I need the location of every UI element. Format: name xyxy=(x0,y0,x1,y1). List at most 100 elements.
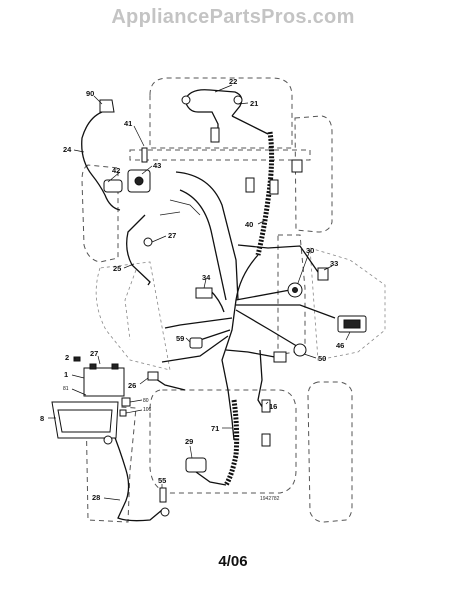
left-front-wheel-outline xyxy=(81,164,119,263)
leader-1 xyxy=(71,374,85,379)
leader-24 xyxy=(73,149,85,153)
components xyxy=(51,95,367,517)
leader-42 xyxy=(107,171,121,183)
leader-27a xyxy=(151,235,167,243)
ground-washer-lower xyxy=(160,507,170,517)
leader-90 xyxy=(93,95,103,105)
drawing-number: 1942782 xyxy=(260,496,280,502)
leader-29 xyxy=(189,445,193,459)
callout-106: 106 xyxy=(143,407,152,413)
part-33-switch xyxy=(317,267,329,281)
left-rear-wheel-outline xyxy=(85,404,137,523)
callout-34: 34 xyxy=(202,273,211,282)
leader-106 xyxy=(125,409,143,414)
harness-to-left-lower xyxy=(161,335,229,363)
front-axle-outline xyxy=(129,149,311,161)
callouts: 22 21 90 41 24 42 43 40 27 30 33 25 34 5… xyxy=(40,77,344,502)
leader-2 xyxy=(73,357,77,360)
headlight-wire xyxy=(184,89,243,117)
front-hood-outline xyxy=(149,77,293,149)
cable-24 xyxy=(81,111,121,211)
callout-8: 8 xyxy=(40,414,44,423)
harness-to-pto xyxy=(235,309,301,349)
cable-25 xyxy=(126,214,151,286)
callout-41: 41 xyxy=(124,119,132,128)
callout-46: 46 xyxy=(336,341,344,350)
part-2-bolt xyxy=(73,356,81,362)
part-16-switch xyxy=(261,399,271,413)
part-26-terminal xyxy=(147,371,159,381)
leader-28 xyxy=(103,497,121,501)
harness-to-16 xyxy=(257,349,265,411)
part-80 xyxy=(121,397,131,407)
part-55-fuse xyxy=(159,487,167,503)
leader-25 xyxy=(123,263,135,269)
leader-34 xyxy=(203,278,207,289)
headlight-lead-right xyxy=(231,115,269,135)
callout-55: 55 xyxy=(158,476,166,485)
tractor-outline xyxy=(81,77,386,523)
part-50-switch xyxy=(293,343,307,357)
leader-27b xyxy=(97,355,101,365)
connector-hood-3 xyxy=(291,159,303,173)
harness-to-right-lower xyxy=(225,349,281,359)
part-34-switch xyxy=(195,287,213,299)
leader-50 xyxy=(303,353,317,359)
frame-rail-outline xyxy=(124,269,137,341)
battery-terminal-neg xyxy=(89,363,97,370)
callout-28: 28 xyxy=(92,493,100,502)
part-16-lower xyxy=(261,433,271,447)
right-front-wheel-outline xyxy=(294,115,333,233)
harness-to-ignition xyxy=(235,287,297,301)
part-46-window xyxy=(343,319,361,329)
battery-tray-inner xyxy=(57,409,113,433)
solenoid-terminal xyxy=(134,176,144,186)
leader-40 xyxy=(257,219,267,225)
harness-to-module xyxy=(236,304,336,319)
headlight-left xyxy=(181,95,191,105)
leader-80 xyxy=(129,399,143,403)
callout-1: 1 xyxy=(64,370,68,379)
watermark: AppliancePartsPros.com xyxy=(111,6,355,28)
callout-80: 80 xyxy=(143,398,149,404)
harness-to-rear xyxy=(227,389,235,441)
leader-81 xyxy=(71,388,87,396)
callout-71: 71 xyxy=(211,424,219,433)
callout-2: 2 xyxy=(65,353,69,362)
part-59-relay xyxy=(189,337,203,349)
callout-21: 21 xyxy=(250,99,258,108)
fuse-lead-2 xyxy=(159,211,181,216)
wire-loom-40 xyxy=(255,131,275,256)
part-106 xyxy=(119,409,127,417)
harness-branch-upper-2 xyxy=(179,189,227,301)
leader-26 xyxy=(139,377,149,385)
callout-27a: 27 xyxy=(168,231,176,240)
callout-24: 24 xyxy=(63,145,72,154)
ground-washer-27 xyxy=(143,237,153,247)
callout-43: 43 xyxy=(153,161,161,170)
callout-33: 33 xyxy=(330,259,338,268)
callout-59: 59 xyxy=(176,334,184,343)
leader-59 xyxy=(185,337,191,343)
harness-trunk xyxy=(221,254,259,391)
leader-21 xyxy=(237,102,249,105)
part-42-starter xyxy=(103,179,123,193)
leader-22 xyxy=(214,84,233,93)
connector-hood-1 xyxy=(245,177,255,193)
ground-washer-tray xyxy=(103,435,113,445)
leader-lines xyxy=(48,84,351,501)
leader-46 xyxy=(345,331,351,341)
ignition-key-slot xyxy=(292,287,298,293)
cable-28 xyxy=(111,429,163,522)
harness-to-33 xyxy=(237,244,321,276)
callout-26: 26 xyxy=(128,381,136,390)
harness-to-29 xyxy=(195,471,227,486)
callout-30: 30 xyxy=(306,246,314,255)
callout-29: 29 xyxy=(185,437,193,446)
callout-22: 22 xyxy=(229,77,237,86)
page-number: 4/06 xyxy=(218,553,248,570)
left-fender-outline xyxy=(95,261,171,371)
part-41-bolt xyxy=(141,147,148,163)
headlight-connector xyxy=(210,127,220,143)
